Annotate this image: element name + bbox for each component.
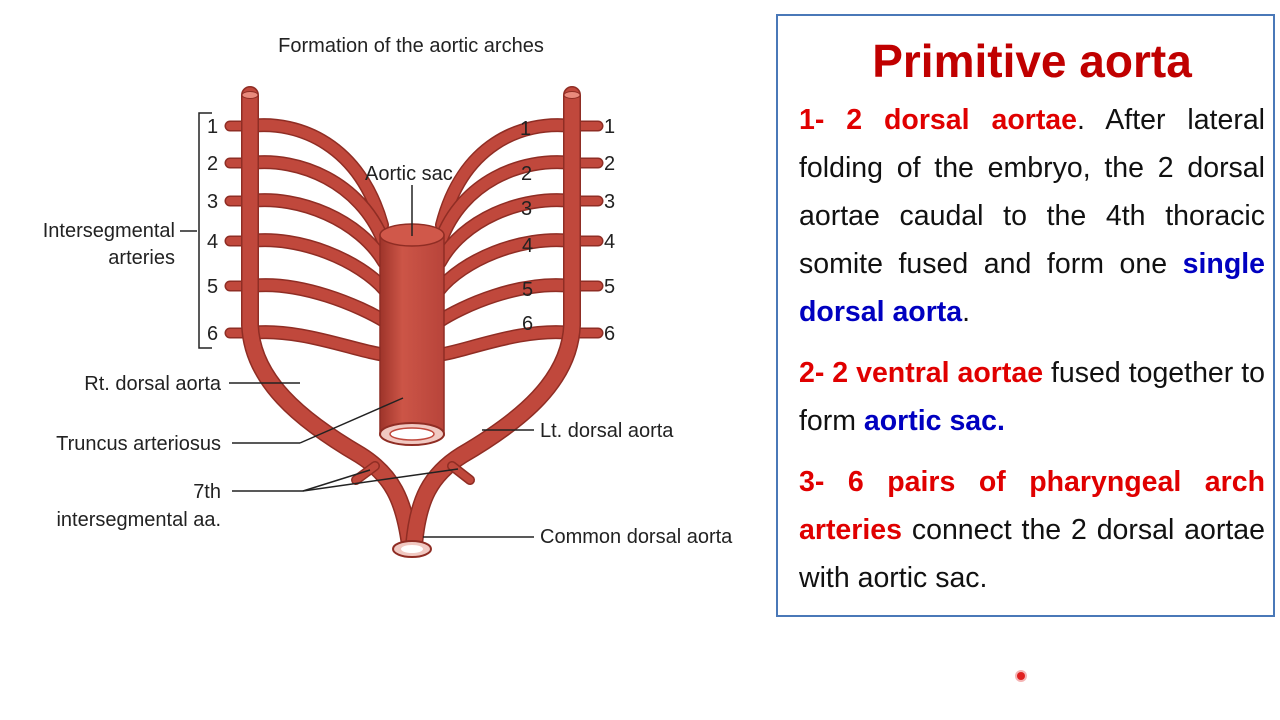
intersegmental-bracket [198,112,212,349]
pointer-dot [1017,672,1025,680]
right-number-6: 6 [604,323,615,345]
dorsal-aorta-top-cap-2 [563,91,581,99]
panel-title: Primitive aorta [872,35,1192,87]
right-arch-4 [433,234,578,296]
right-arch-1 [436,119,578,231]
aortic-sac [379,223,445,446]
left-arch-3 [244,194,390,268]
inner-number-4: 4 [522,235,533,257]
left-number-2: 2 [207,153,218,175]
inner-number-6: 6 [522,313,533,335]
left-number-3: 3 [207,191,218,213]
p2-text: fused together to form [799,357,1265,437]
paragraph-3: 3- 6 pairs of pharyngeal arch arteries c… [799,458,1265,602]
seventh-label-line1: 7th [193,481,221,503]
common-dorsal-aorta-label: Common dorsal aorta [540,526,733,548]
inner-number-5: 5 [522,279,533,301]
inner-number-1: 1 [520,118,531,140]
right-number-1: 1 [604,116,615,138]
right-dorsal-aorta [242,87,418,553]
right-arch-3 [434,194,578,268]
common-aorta-opening [392,540,432,558]
left-arch-5 [244,279,392,328]
paragraph-1: 1- 2 dorsal aortae. After lateral foldin… [799,96,1265,336]
p1-end: . [962,296,971,328]
inner-number-3: 3 [521,198,532,220]
right-number-2: 2 [604,153,615,175]
right-seventh-intersegmental [448,462,474,484]
paragraph-2: 2- 2 ventral aortae fused together to fo… [799,349,1265,445]
right-arch-5 [432,279,578,328]
right-number-3: 3 [604,191,615,213]
segment-numbers: 1 1 1 2 2 2 3 3 3 4 4 4 5 5 5 6 6 6 [207,116,615,345]
intersegmental-label-line1: Intersegmental [43,220,175,242]
left-number-6: 6 [207,323,218,345]
left-dorsal-aorta [406,87,580,553]
rt-dorsal-aorta-label: Rt. dorsal aorta [84,373,222,395]
seventh-label-line2: intersegmental aa. [56,509,221,531]
left-number-5: 5 [207,276,218,298]
p1-highlight: single dorsal aorta [799,248,1265,328]
left-arch-6 [244,326,393,361]
info-panel: Primitive aorta 1- 2 dorsal aortae. Afte… [776,14,1275,617]
left-arch-1 [244,119,388,231]
dorsal-aorta-top-cap-1 [241,91,259,99]
lt-dorsal-aorta-label: Lt. dorsal aorta [540,420,674,442]
left-seventh-intersegmental [352,462,379,484]
p3-text: connect the 2 dorsal aortae with aortic … [799,514,1265,594]
intersegmental-label-line2: arteries [108,247,175,269]
p1-text: . After lateral folding of the embryo, t… [799,104,1266,280]
left-arch-2 [244,156,389,246]
right-arch-2 [435,156,578,246]
truncus-arteriosus-label: Truncus arteriosus [56,433,221,455]
inner-number-2: 2 [521,163,532,185]
vessel-network [224,86,604,554]
left-number-4: 4 [207,231,218,253]
left-arch-4 [244,234,391,296]
aortic-arches-diagram: Formation of the aortic arches Aortic sa… [43,35,733,558]
p1-heading: 1- 2 dorsal aortae [799,104,1078,136]
right-number-5: 5 [604,276,615,298]
left-number-1: 1 [207,116,218,138]
aortic-sac-label: Aortic sac [365,163,453,185]
p2-highlight: aortic sac. [863,405,1005,437]
right-arch-6 [431,326,578,361]
right-number-4: 4 [604,231,615,253]
p3-heading: 3- 6 pairs of pharyngeal arch arteries [799,466,1265,546]
p2-heading: 2- 2 ventral aortae [799,357,1044,389]
diagram-title: Formation of the aortic arches [278,35,544,57]
leader-lines [180,185,534,538]
